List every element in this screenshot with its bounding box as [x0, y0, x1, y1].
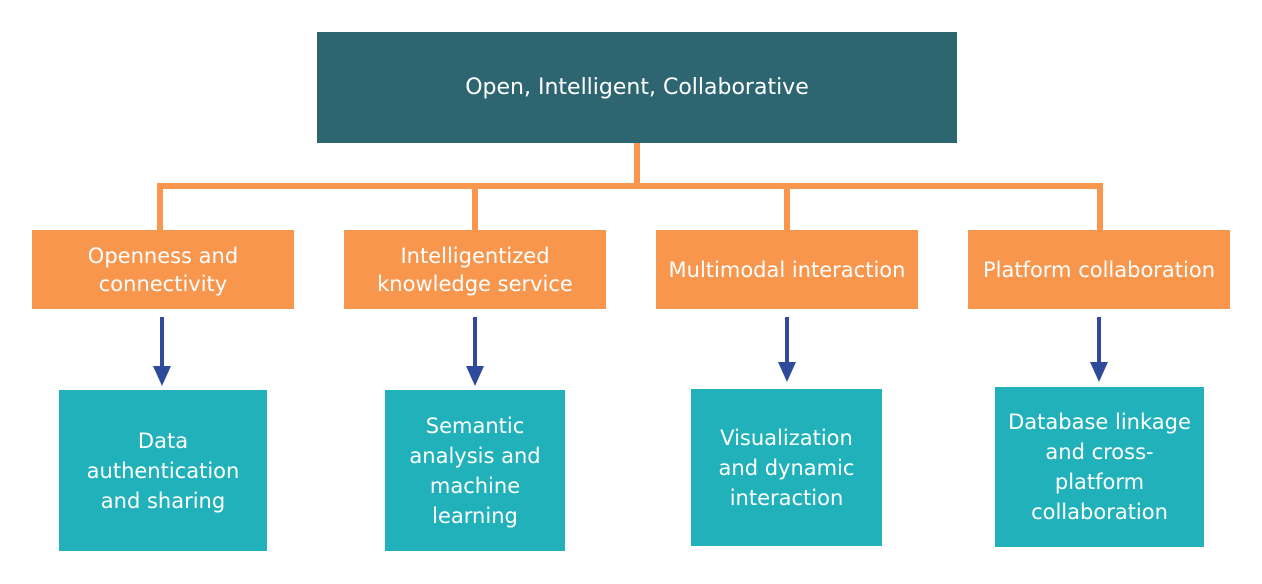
leaf-node-semantic-analysis: Semantic analysis and machine learning	[385, 390, 565, 551]
leaf-label: Semantic analysis and machine learning	[409, 413, 541, 528]
leaf-node-database-linkage: Database linkage and cross-platform coll…	[995, 387, 1204, 547]
leaf-node-visualization: Visualization and dynamic interaction	[691, 389, 882, 546]
arrow-1	[466, 317, 484, 386]
pillar-label: Multimodal interaction	[668, 257, 906, 282]
leaf-label: Database linkage and cross-platform coll…	[1008, 410, 1191, 524]
pillar-node-openness: Openness and connectivity	[32, 230, 294, 309]
root-label: Open, Intelligent, Collaborative	[465, 74, 809, 100]
pillar-label: Openness and connectivity	[87, 243, 239, 296]
pillar-node-knowledge-service: Intelligentized knowledge service	[344, 230, 606, 309]
leaf-label: Visualization and dynamic interaction	[718, 425, 855, 510]
pillar-node-multimodal: Multimodal interaction	[656, 230, 918, 309]
arrow-0	[153, 317, 171, 386]
pillar-node-platform: Platform collaboration	[968, 230, 1230, 309]
arrow-3	[1090, 317, 1108, 382]
pillar-label: Intelligentized knowledge service	[377, 243, 573, 296]
leaf-label: Data authentication and sharing	[86, 428, 240, 513]
pillar-label: Platform collaboration	[982, 257, 1216, 282]
arrow-2	[778, 317, 796, 382]
leaf-node-data-authentication: Data authentication and sharing	[59, 390, 267, 551]
root-node: Open, Intelligent, Collaborative	[317, 32, 957, 143]
